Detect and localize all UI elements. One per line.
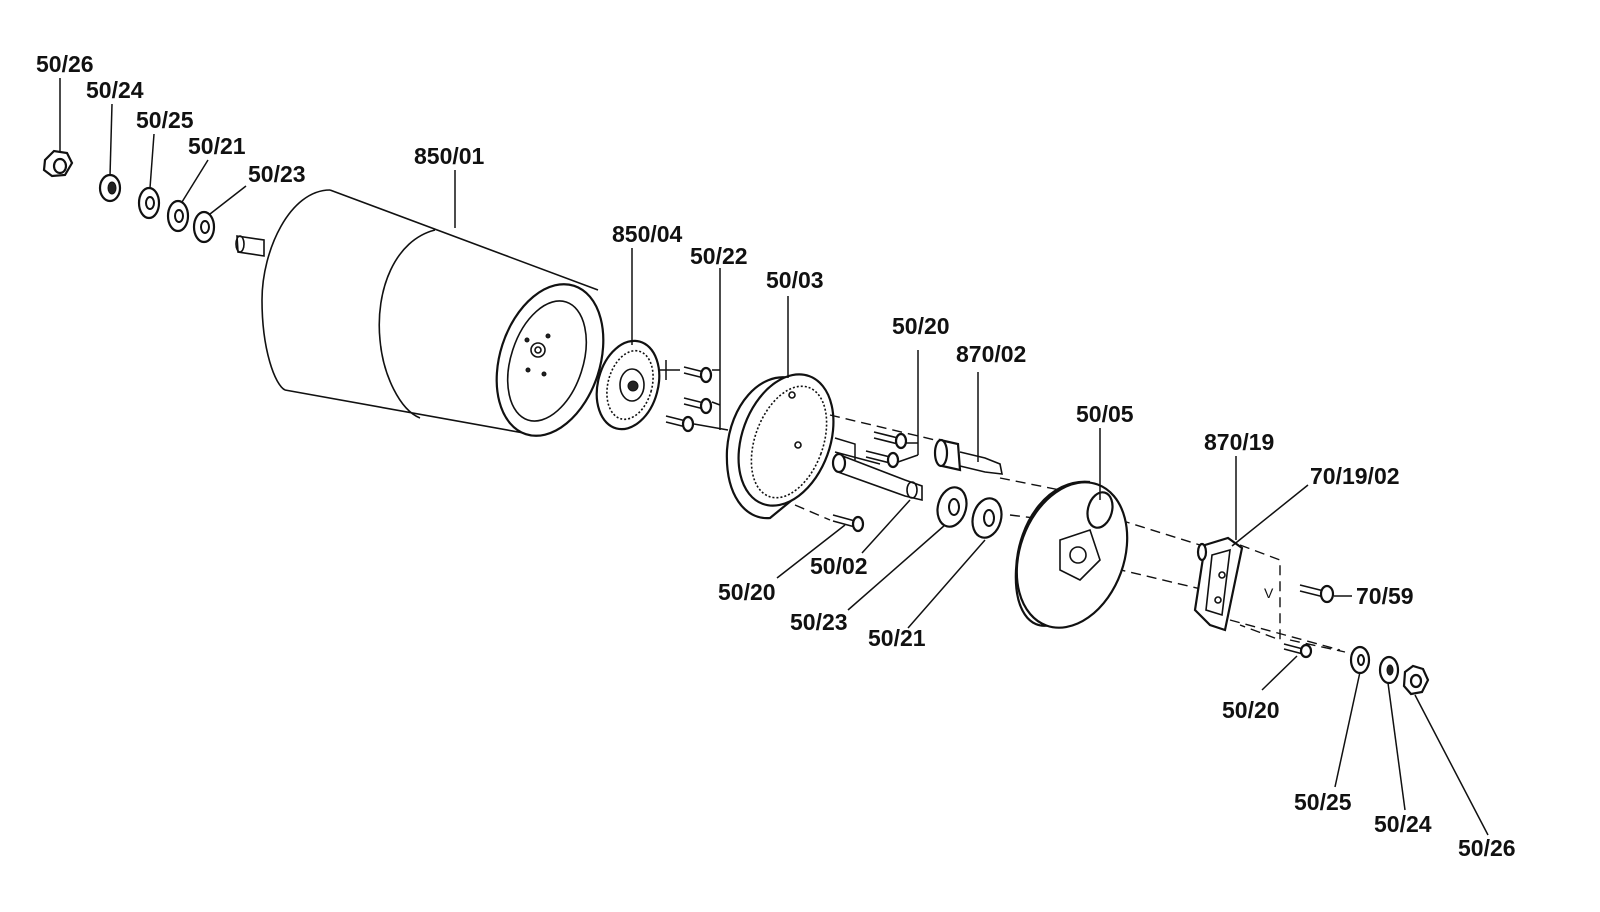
label-50-21-top: 50/21 [188, 133, 246, 159]
label-50-21-mid: 50/21 [868, 625, 926, 651]
housing-cover-50-05 [1014, 428, 1129, 629]
spring-washer-50-24-bot [1378, 655, 1406, 811]
label-850-04: 850/04 [612, 221, 683, 247]
label-50-26-bot: 50/26 [1458, 835, 1516, 861]
label-50-26-top: 50/26 [36, 51, 94, 77]
gear-wheel-850-04 [595, 339, 661, 431]
washer-50-25-bot [1334, 645, 1371, 788]
leader-lines-top [59, 78, 789, 378]
screw-50-20-right [1261, 643, 1313, 691]
screws-50-22 [660, 268, 729, 433]
label-50-25-bot: 50/25 [1294, 789, 1352, 815]
hex-nut-50-26-top [42, 149, 74, 178]
svg-text:V: V [1264, 585, 1274, 601]
label-870-19: 870/19 [1204, 429, 1274, 455]
washer-50-23-mid [847, 486, 968, 611]
motor-850-01 [235, 189, 605, 437]
label-70-59: 70/59 [1356, 583, 1414, 609]
washer-50-25-top [137, 186, 161, 220]
screws-50-20-upper [834, 350, 919, 469]
label-50-23-mid: 50/23 [790, 609, 848, 635]
label-50-23-top: 50/23 [248, 161, 306, 187]
washer-50-23-top [192, 210, 216, 244]
screw-50-20-lower [776, 514, 865, 579]
label-50-24-top: 50/24 [86, 77, 144, 103]
label-850-01: 850/01 [414, 143, 485, 169]
shaft-50-02 [831, 452, 923, 554]
label-50-22: 50/22 [690, 243, 748, 269]
label-50-24-bot: 50/24 [1374, 811, 1432, 837]
label-50-03: 50/03 [766, 267, 824, 293]
label-70-19-02: 70/19/02 [1310, 463, 1400, 489]
label-50-20-c: 50/20 [718, 579, 776, 605]
ring-gear-50-03 [725, 373, 835, 520]
label-50-02: 50/02 [810, 553, 868, 579]
washer-50-21-mid [907, 497, 1003, 629]
label-50-20-b: 50/20 [1222, 697, 1280, 723]
screw-70-59 [1299, 584, 1352, 604]
bracket-870-19: V [1193, 456, 1309, 632]
label-50-05: 50/05 [1076, 401, 1134, 427]
label-50-20-a: 50/20 [892, 313, 950, 339]
pinion-870-02 [933, 372, 1004, 475]
spring-washer-50-24-top [98, 173, 122, 203]
washer-50-21-top [166, 199, 190, 233]
label-870-02: 870/02 [956, 341, 1026, 367]
label-50-25-top: 50/25 [136, 107, 194, 133]
part-labels: 50/26 50/24 50/25 50/21 50/23 850/01 850… [36, 51, 1516, 861]
hex-nut-50-26-bot [1402, 664, 1489, 836]
